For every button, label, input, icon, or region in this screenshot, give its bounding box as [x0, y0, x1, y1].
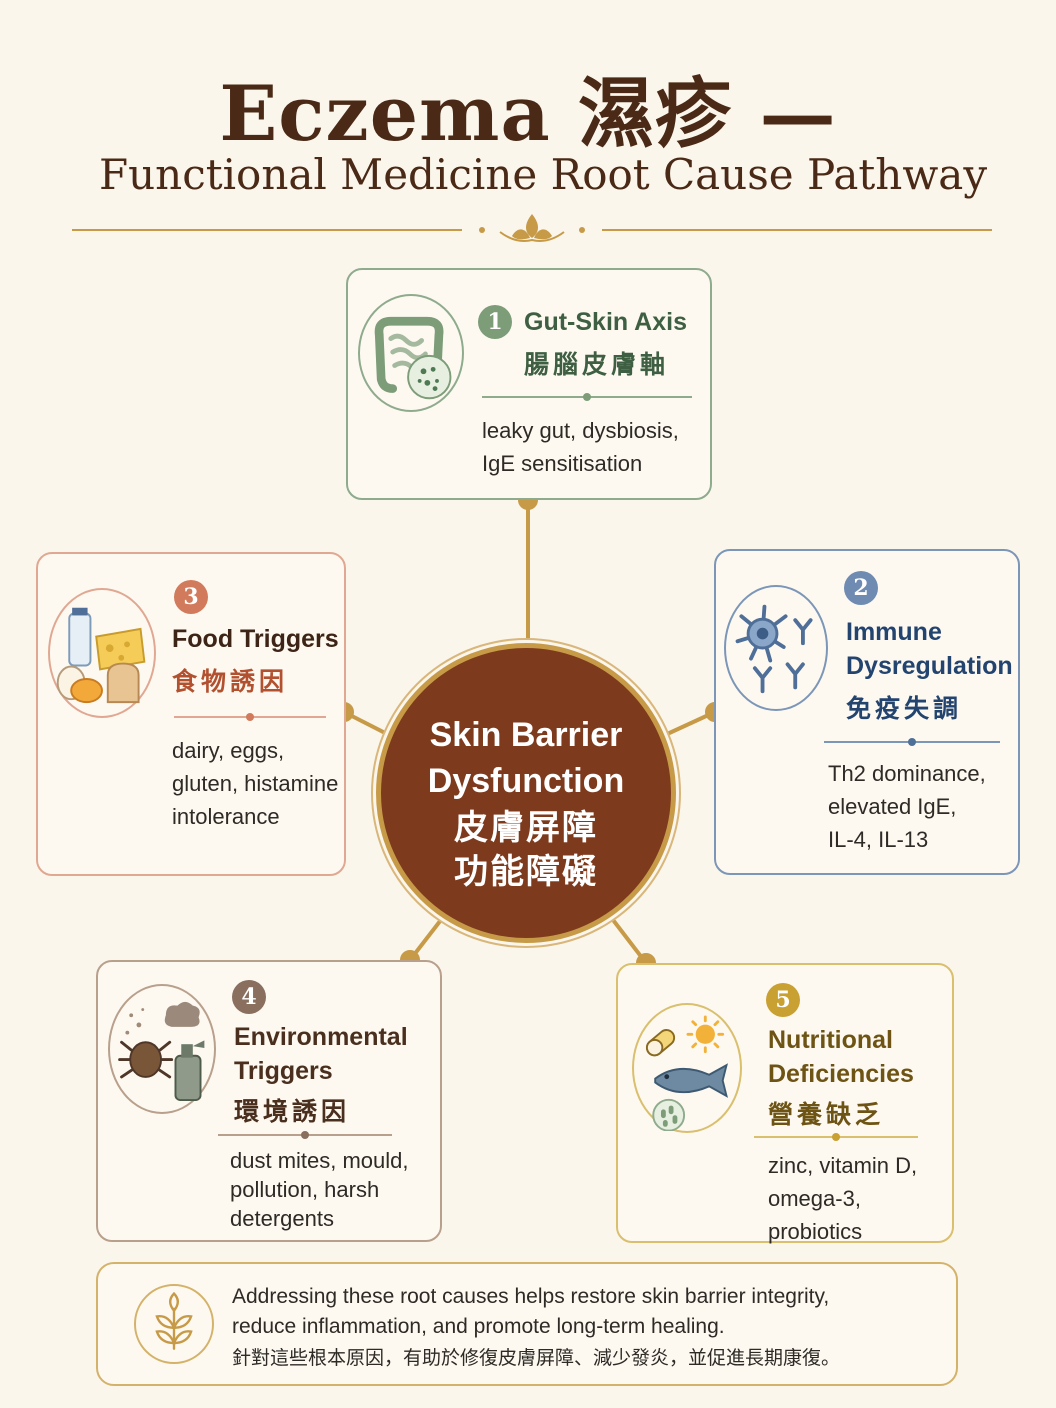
capsule-sun-fish-probiotic-icon — [632, 1003, 742, 1133]
card-description: leaky gut, dysbiosis, IgE sensitisation — [482, 418, 679, 476]
footer-text-en-2: reduce inflammation, and promote long-te… — [232, 1315, 725, 1338]
number-badge: 1 — [478, 305, 512, 339]
separator — [824, 738, 1000, 746]
center-title-zh: 皮膚屏障 功能障礙 — [454, 808, 598, 892]
separator — [174, 713, 326, 721]
center-title-en: Skin Barrier Dysfunction — [427, 716, 625, 800]
immune-cell-antibody-icon — [724, 585, 828, 711]
card-description: dairy, eggs, gluten, histamine intoleran… — [172, 738, 339, 829]
immune-dysregulation-card: 2 Immune Dysregulation 免疫失調 Th2 dominanc… — [714, 549, 1020, 875]
leaf-sprout-icon — [134, 1284, 214, 1364]
page-subtitle: Functional Medicine Root Cause Pathway — [98, 150, 988, 199]
card-title-zh: 腸腦皮膚軸 — [524, 350, 670, 379]
card-description: dust mites, mould, pollution, harsh dete… — [230, 1148, 409, 1231]
footer-text-zh: 針對這些根本原因，有助於修復皮膚屏障、減少發炎，並促進長期康復。 — [232, 1347, 841, 1369]
skin-barrier-dysfunction-node: Skin Barrier Dysfunction 皮膚屏障 功能障礙 — [376, 643, 676, 943]
card-title: Gut-Skin Axis — [524, 308, 687, 336]
milk-cheese-eggs-bread-icon — [48, 588, 156, 718]
footer-text-en-1: Addressing these root causes helps resto… — [232, 1285, 830, 1308]
card-title-zh: 食物誘因 — [172, 667, 289, 696]
intestine-bacteria-icon — [358, 294, 464, 412]
card-title-zh: 環境誘因 — [234, 1097, 351, 1126]
card-title-zh: 免疫失調 — [846, 694, 963, 723]
number-badge: 4 — [232, 980, 266, 1014]
number-badge: 2 — [844, 571, 878, 605]
separator — [482, 393, 692, 401]
separator — [218, 1131, 392, 1139]
separator — [754, 1133, 918, 1141]
ornament-divider — [72, 214, 992, 242]
dust-mite-spray-icon — [108, 984, 216, 1114]
card-title-zh: 營養缺乏 — [768, 1100, 885, 1129]
card-title: Nutritional Deficiencies — [768, 1026, 914, 1088]
card-title: Immune Dysregulation — [846, 618, 1013, 680]
number-badge: 5 — [766, 983, 800, 1017]
food-triggers-card: 3 Food Triggers 食物誘因 dairy, eggs, gluten… — [36, 552, 346, 876]
page-title: Eczema 濕疹 — — [219, 69, 837, 158]
summary-footer: Addressing these root causes helps resto… — [96, 1262, 958, 1386]
card-description: zinc, vitamin D, omega-3, probiotics — [768, 1153, 918, 1244]
gut-skin-axis-card: 1 Gut-Skin Axis 腸腦皮膚軸 leaky gut, dysbios… — [346, 268, 712, 500]
number-badge: 3 — [174, 580, 208, 614]
card-title: Food Triggers — [172, 625, 339, 653]
environmental-triggers-card: 4 Environmental Triggers 環境誘因 dust mites… — [96, 960, 442, 1242]
card-title: Environmental Triggers — [234, 1023, 408, 1085]
nutritional-deficiencies-card: 5 Nutritional Deficiencies 營養缺乏 zinc, vi… — [616, 963, 954, 1244]
card-description: Th2 dominance, elevated IgE, IL-4, IL-13 — [828, 761, 986, 852]
